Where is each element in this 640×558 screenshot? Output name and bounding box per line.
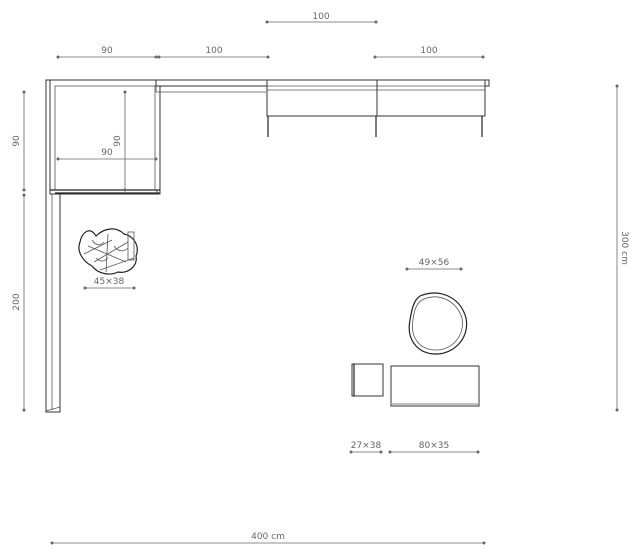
dimension-label: 27×38 xyxy=(351,441,382,451)
corner-cabinet xyxy=(49,79,161,195)
dimension-top-left-90: 90 xyxy=(56,46,158,59)
dimension-label: 90 xyxy=(12,135,22,147)
side-table-dimension: 27×38 xyxy=(349,441,383,454)
dimension-label: 400 cm xyxy=(251,532,285,542)
plant-icon xyxy=(78,228,138,275)
dimension-right-300: 300 cm xyxy=(615,84,629,412)
plant-dimension: 45×38 xyxy=(83,277,136,290)
pouf-dimension: 49×56 xyxy=(405,258,463,271)
dimension-label: 80×35 xyxy=(419,441,449,451)
top-cabinet-right xyxy=(376,79,486,137)
dimension-label: 90 xyxy=(101,148,113,158)
dimension-label: 100 xyxy=(420,46,437,56)
dimension-label: 100 xyxy=(312,12,329,22)
dimension-label: 100 xyxy=(205,46,222,56)
dimension-top-left-100: 100 xyxy=(157,46,270,59)
dimension-label: 49×56 xyxy=(419,258,450,268)
dimension-label: 90 xyxy=(101,46,113,56)
dimension-label: 200 xyxy=(12,293,22,310)
dimension-left-90: 90 xyxy=(12,90,26,192)
low-table-dimension: 80×35 xyxy=(388,441,480,454)
dimension-label: 45×38 xyxy=(94,277,125,287)
dimension-top-right-100: 100 xyxy=(373,46,485,59)
low-table-icon xyxy=(390,365,480,407)
pouf-icon xyxy=(408,292,468,355)
dimension-top-center: 100 xyxy=(265,12,378,24)
dimension-label: 300 cm xyxy=(619,231,629,265)
dimension-label: 90 xyxy=(113,135,123,147)
dimension-left-200: 200 xyxy=(12,193,26,412)
inner-dimension-90-horizontal: 90 xyxy=(56,148,158,161)
top-cabinet-left xyxy=(266,79,378,137)
side-table-icon xyxy=(351,363,384,397)
inner-dimension-90-vertical: 90 xyxy=(113,90,127,192)
dimension-bottom-400: 400 cm xyxy=(50,532,486,545)
